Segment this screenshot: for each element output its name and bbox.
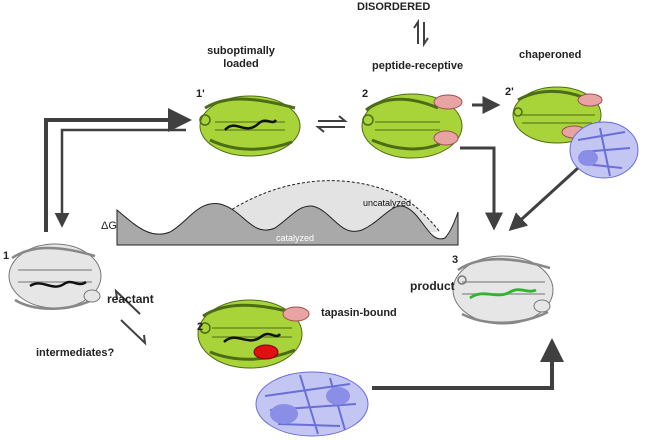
protein-chaperoned [512,86,639,179]
arrows [44,18,580,390]
arrow-receptive-to-product [460,146,503,231]
uncatalyzed-label: uncatalyzed [363,198,412,208]
suboptimal-label: suboptimally loaded [207,45,275,71]
reactant-label: reactant [107,292,154,306]
protein-product [452,255,554,325]
catalyzed-label: catalyzed [276,233,315,243]
protein-receptive [361,93,463,159]
tapasin-number: 2 [197,321,204,333]
energy-profile [116,180,459,246]
receptive-label: peptide-receptive [372,60,464,72]
tapasin-helix-pink [282,306,310,322]
protein-tapasin-bound [197,299,369,437]
chaperoned-number: 2' [505,86,514,98]
tapasin-blue [255,371,369,437]
arrow-chaperoned-to-product [508,166,580,232]
receptive-helix-top [433,94,463,110]
reactant-number: 1 [3,250,10,262]
tapasin-peptide [223,332,282,343]
arrow-tapasin-equilibrium-b [114,288,141,315]
energy-axis-label: ΔG [101,220,117,232]
receptive-number: 2 [362,88,369,100]
protein-reactant [8,243,102,310]
arrow-reactant-to-suboptimal [44,108,192,232]
arrow-suboptimal-to-reactant [54,128,186,228]
tapasin-label: tapasin-bound [321,307,397,319]
chaperone-blue [569,121,639,179]
protein-suboptimal [199,95,301,157]
arrow-equilibrium-bottom [315,126,345,133]
chaperoned-label: chaperoned [519,49,582,61]
arrow-disordered-up [413,18,419,44]
reactant-peptide [29,280,87,288]
tapasin-helix-red [253,344,279,360]
suboptimal-label-line1: suboptimally [207,45,275,57]
arrow-equilibrium-top [318,115,348,122]
disordered-label: DISORDERED [357,1,431,13]
suboptimal-label-line2: loaded [223,58,259,70]
arrow-tapasin-to-product [372,338,564,390]
arrow-disordered-down [423,22,429,48]
suboptimal-number: 1' [196,88,205,100]
suboptimal-peptide [224,119,278,131]
intermediates-label: intermediates? [36,347,115,359]
product-number: 3 [452,254,459,266]
receptive-helix-bottom [433,130,459,146]
product-peptide [469,288,537,300]
product-label: product [410,279,455,293]
catalyzed-profile [116,203,459,246]
arrow-tapasin-equilibrium-a [120,319,147,346]
